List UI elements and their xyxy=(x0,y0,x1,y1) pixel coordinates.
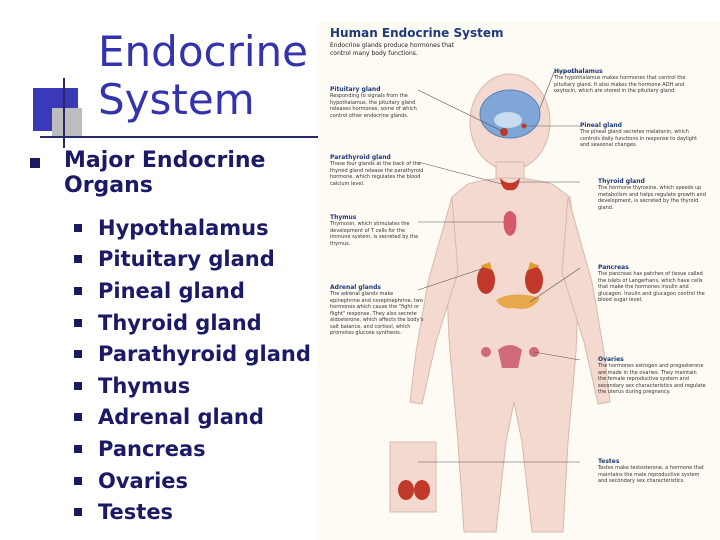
list-item-text: Hypothalamus xyxy=(98,215,269,240)
list-item-text: Pancreas xyxy=(98,436,206,461)
list-item: Pituitary gland xyxy=(74,244,311,276)
desc-adrenal: The adrenal glands make epinephrine and … xyxy=(330,291,424,336)
slide-title-line-1: Endocrine xyxy=(98,27,308,76)
diagram-subtitle: Endocrine glands produce hormones that c… xyxy=(330,42,455,57)
list-item: Pineal gland xyxy=(74,275,311,307)
slide-title: Endocrine System xyxy=(98,28,308,124)
decorative-gray-square xyxy=(52,108,82,138)
label-thymus: Thymus xyxy=(330,214,357,221)
list-item: Thymus xyxy=(74,370,311,402)
list-item: Thyroid gland xyxy=(74,307,311,339)
organ-list: Hypothalamus Pituitary gland Pineal glan… xyxy=(74,212,311,528)
list-item-text: Testes xyxy=(98,500,174,525)
diagram-title: Human Endocrine System xyxy=(330,26,504,40)
list-item-text: Adrenal gland xyxy=(98,405,264,430)
body-illustration xyxy=(389,71,611,533)
list-item-text: Ovaries xyxy=(98,468,189,493)
label-ovaries: Ovaries xyxy=(598,356,624,363)
label-thyroid: Thyroid gland xyxy=(598,178,645,185)
bullet-marker xyxy=(74,350,82,359)
label-pancreas: Pancreas xyxy=(598,264,629,271)
label-parathyroid: Parathyroid gland xyxy=(330,154,391,161)
bullet-marker xyxy=(74,508,82,517)
desc-hypothalamus: The hypothalamus makes hormones that con… xyxy=(554,75,686,94)
desc-ovaries: The hormones estrogen and progesterone a… xyxy=(598,363,706,395)
desc-testes: Testes make testosterone, a hormone that… xyxy=(598,465,704,484)
bullet-marker xyxy=(74,255,82,264)
slide-title-line-2: System xyxy=(98,75,255,124)
bullet-marker xyxy=(74,444,82,453)
bullet-marker xyxy=(74,413,82,422)
decorative-vertical-line xyxy=(63,78,65,148)
list-item-text: Parathyroid gland xyxy=(98,342,311,367)
label-testes: Testes xyxy=(598,458,620,465)
list-item: Ovaries xyxy=(74,465,311,497)
bullet-marker xyxy=(74,381,82,390)
bullet-marker xyxy=(74,318,82,327)
desc-pancreas: The pancreas has patches of tissue calle… xyxy=(598,271,705,303)
list-item: Testes xyxy=(74,496,311,528)
label-pineal: Pineal gland xyxy=(580,122,622,129)
bullet-marker xyxy=(74,286,82,295)
bullet-marker xyxy=(74,476,82,485)
list-item-text: Pituitary gland xyxy=(98,247,275,272)
main-bullet-text: Major Endocrine Organs xyxy=(64,148,266,198)
bullet-marker xyxy=(30,158,40,168)
desc-parathyroid: These four glands at the back of the thy… xyxy=(330,161,424,187)
desc-pineal: The pineal gland secretes melatonin, whi… xyxy=(580,129,698,148)
list-item-text: Pineal gland xyxy=(98,278,245,303)
label-hypothalamus: Hypothalamus xyxy=(554,68,603,75)
label-pituitary: Pituitary gland xyxy=(330,86,381,93)
list-item: Adrenal gland xyxy=(74,402,311,434)
list-item: Parathyroid gland xyxy=(74,338,311,370)
list-item: Hypothalamus xyxy=(74,212,311,244)
bullet-marker xyxy=(74,223,82,232)
list-item-text: Thyroid gland xyxy=(98,310,262,335)
endocrine-diagram: Human Endocrine System Endocrine glands … xyxy=(318,22,720,540)
desc-thymus: Thymosin, which stimulates the developme… xyxy=(330,221,419,247)
list-item-text: Thymus xyxy=(98,373,191,398)
desc-pituitary: Responding to signals from the hypothala… xyxy=(330,93,417,119)
desc-thyroid: The hormone thyroxine, which speeds up m… xyxy=(598,185,706,211)
list-item: Pancreas xyxy=(74,433,311,465)
label-adrenal: Adrenal glands xyxy=(330,284,381,291)
